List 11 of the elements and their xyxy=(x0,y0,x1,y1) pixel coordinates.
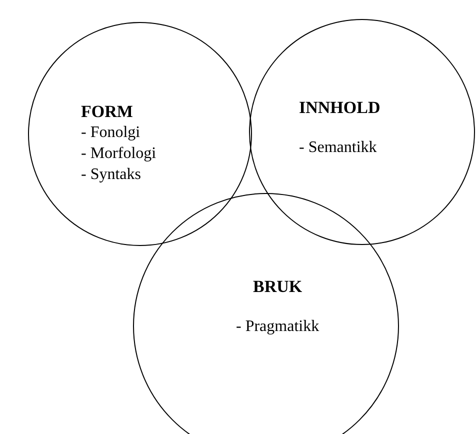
circle xyxy=(249,19,475,245)
circle xyxy=(28,22,252,246)
list-item: - Syntaks xyxy=(81,165,142,185)
circle-heading: BRUK xyxy=(252,276,302,297)
list-item: - Fonolgi xyxy=(81,123,142,143)
circle-heading: INNHOLD xyxy=(299,97,380,118)
list-item: - Semantikk xyxy=(299,138,378,158)
circle-heading: FORM xyxy=(81,101,133,122)
list-item: - Morfologi xyxy=(81,144,156,164)
list-item: - Pragmatikk xyxy=(236,317,320,337)
circle xyxy=(133,193,399,434)
